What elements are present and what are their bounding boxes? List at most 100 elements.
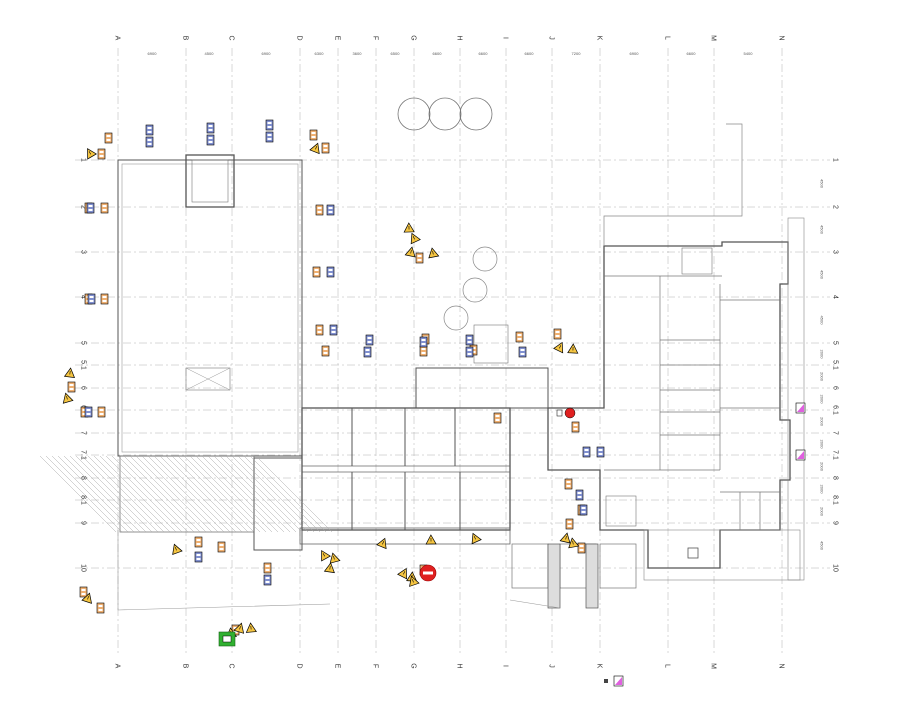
marker-orange[interactable]	[415, 252, 424, 264]
grid-column-label: H	[456, 663, 463, 668]
marker-orange[interactable]	[67, 381, 76, 393]
marker-orange[interactable]	[100, 202, 109, 214]
marker-blue[interactable]	[518, 346, 527, 358]
marker-blue[interactable]	[465, 334, 474, 346]
marker-orange[interactable]	[577, 542, 586, 554]
hatch-line	[39, 455, 117, 533]
marker-orange[interactable]	[315, 204, 324, 216]
marker-blue[interactable]	[363, 346, 372, 358]
marker-blue[interactable]	[84, 406, 93, 418]
marker-blue[interactable]	[326, 266, 335, 278]
hazard-warning-icon[interactable]	[328, 552, 341, 564]
marker-blue[interactable]	[265, 131, 274, 143]
marker-pink[interactable]	[795, 449, 806, 461]
marker-orange[interactable]	[315, 324, 324, 336]
marker-blue[interactable]	[87, 293, 96, 305]
hazard-warning-icon[interactable]	[170, 543, 183, 556]
marker-orange[interactable]	[493, 412, 502, 424]
marker-orange[interactable]	[97, 148, 106, 160]
hazard-warning-icon[interactable]	[427, 247, 440, 259]
hazard-warning-icon[interactable]	[61, 392, 74, 404]
hazard-warning-icon[interactable]	[245, 622, 257, 633]
marker-orange[interactable]	[96, 602, 105, 614]
marker-orange[interactable]	[104, 132, 113, 144]
hazard-warning-icon[interactable]	[309, 142, 323, 155]
hazard-warning-icon[interactable]	[81, 592, 94, 604]
column-spacing-label: 6600	[687, 51, 697, 56]
marker-blue[interactable]	[263, 574, 272, 586]
marker-blue[interactable]	[465, 346, 474, 358]
marker-orange[interactable]	[263, 562, 272, 574]
marker-orange[interactable]	[309, 129, 318, 141]
column-spacing-label: 6600	[525, 51, 535, 56]
row-spacing-label: 4500	[820, 541, 825, 551]
hazard-warning-icon[interactable]	[553, 340, 567, 354]
hazard-warning-icon[interactable]	[559, 532, 572, 544]
marker-blue[interactable]	[596, 446, 605, 458]
hazard-warning-icon[interactable]	[397, 566, 411, 580]
grid-row-label: 5	[832, 341, 839, 345]
marker-blue[interactable]	[145, 136, 154, 148]
marker-blue[interactable]	[145, 124, 154, 136]
hazard-warning-icon[interactable]	[567, 537, 580, 549]
hazard-warning-icon[interactable]	[233, 622, 246, 634]
marker-orange[interactable]	[312, 266, 321, 278]
hazard-warning-icon[interactable]	[468, 531, 482, 545]
marker-orange[interactable]	[553, 328, 562, 340]
marker-orange[interactable]	[564, 478, 573, 490]
marker-blue[interactable]	[86, 202, 95, 214]
hatch-line	[255, 455, 333, 533]
marker-orange[interactable]	[321, 142, 330, 154]
marker-orange[interactable]	[419, 345, 428, 357]
marker-pink[interactable]	[795, 402, 806, 414]
column-spacing-label: 6900	[262, 51, 272, 56]
hatch-line	[111, 455, 189, 533]
south-walkway	[547, 543, 561, 609]
hazard-warning-icon[interactable]	[407, 575, 420, 587]
marker-blue[interactable]	[575, 489, 584, 501]
green-location-marker[interactable]	[218, 631, 236, 647]
hazard-warning-icon[interactable]	[83, 146, 98, 160]
marker-orange[interactable]	[217, 541, 226, 553]
marker-orange[interactable]	[100, 293, 109, 305]
grid-column-label: F	[372, 664, 379, 668]
marker-blue[interactable]	[206, 122, 215, 134]
grid-row-label: 7.1	[80, 450, 87, 460]
marker-orange[interactable]	[321, 345, 330, 357]
marker-blue[interactable]	[579, 504, 588, 516]
hazard-warning-icon[interactable]	[407, 231, 421, 245]
no-entry-icon[interactable]	[419, 564, 437, 582]
marker-blue[interactable]	[326, 204, 335, 216]
marker-orange[interactable]	[97, 406, 106, 418]
marker-orange[interactable]	[79, 586, 88, 598]
marker-blue[interactable]	[265, 119, 274, 131]
marker-orange[interactable]	[571, 421, 580, 433]
marker-blue[interactable]	[365, 334, 374, 346]
marker-orange[interactable]	[565, 518, 574, 530]
hazard-warning-icon[interactable]	[376, 536, 390, 550]
marker-blue[interactable]	[194, 551, 203, 563]
south-planter-3	[599, 543, 637, 589]
hazard-warning-icon[interactable]	[63, 367, 76, 378]
hazard-warning-icon[interactable]	[403, 222, 415, 233]
hazard-warning-icon[interactable]	[425, 534, 437, 545]
marker-blue[interactable]	[582, 446, 591, 458]
marker-orange[interactable]	[515, 331, 524, 343]
hazard-warning-icon[interactable]	[317, 548, 332, 562]
marker-blue[interactable]	[419, 336, 428, 348]
hatch-line	[105, 455, 183, 533]
grid-row-label: 6.1	[832, 405, 839, 415]
hazard-warning-icon[interactable]	[567, 343, 579, 354]
grid-row-label: 6	[832, 386, 839, 390]
red-point-marker[interactable]	[564, 407, 576, 419]
marker-pink[interactable]	[613, 675, 624, 687]
grid-column-label: G	[410, 663, 417, 668]
west-hall-inner	[121, 163, 299, 453]
hazard-warning-icon[interactable]	[404, 246, 417, 258]
marker-orange[interactable]	[194, 536, 203, 548]
marker-blue[interactable]	[329, 324, 338, 336]
marker-blue[interactable]	[206, 134, 215, 146]
hatch-line	[63, 455, 141, 533]
hazard-warning-icon[interactable]	[323, 562, 335, 574]
grid-column-label: L	[664, 664, 671, 668]
